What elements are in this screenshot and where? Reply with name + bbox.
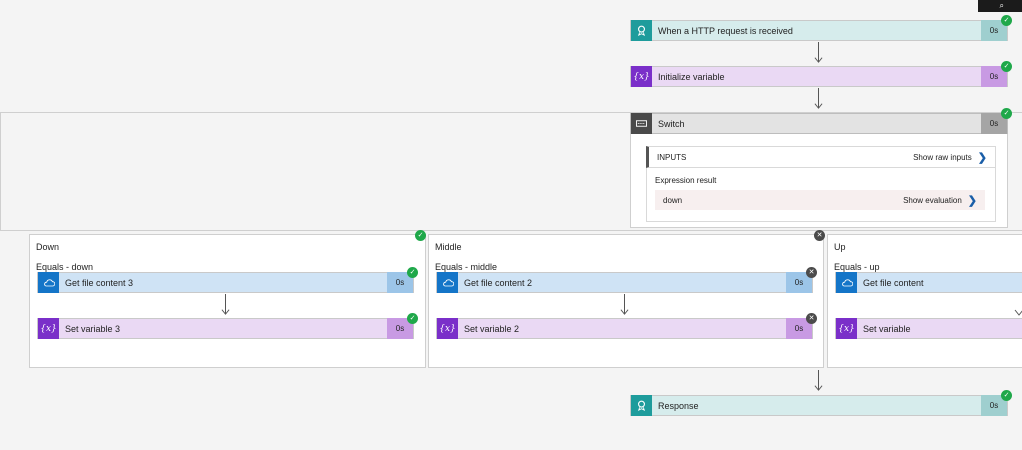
connector-arrow xyxy=(619,294,631,316)
x-circle-icon: ✕ xyxy=(806,267,817,278)
connector-arrow xyxy=(220,294,232,316)
connector-arrow xyxy=(813,370,825,392)
switch-title: Switch xyxy=(658,118,685,129)
http-request-icon xyxy=(631,395,652,416)
search-icon: ⌕ xyxy=(999,1,1004,10)
checkmark-circle-icon: ✓ xyxy=(407,267,418,278)
response-duration: 0s xyxy=(981,395,1007,416)
inputs-box: Expression result down Show evaluation ❯ xyxy=(646,168,996,222)
checkmark-circle-icon: ✓ xyxy=(1001,108,1012,119)
show-raw-inputs-label: Show raw inputs xyxy=(913,152,972,162)
chevron-right-icon: ❯ xyxy=(967,194,977,207)
get-file-content-step[interactable]: Get file content 2 0s xyxy=(436,272,813,293)
set-variable-step[interactable]: {x} Set variable 3 0s xyxy=(37,318,414,339)
initialize-variable-title: Initialize variable xyxy=(658,71,725,82)
switch-container xyxy=(0,112,1022,231)
onedrive-cloud-icon xyxy=(836,272,857,293)
response-title: Response xyxy=(658,400,699,411)
checkmark-circle-icon: ✓ xyxy=(407,313,418,324)
connector-arrow xyxy=(813,88,825,110)
show-evaluation-link[interactable]: Show evaluation ❯ xyxy=(903,194,977,207)
variable-icon: {x} xyxy=(631,66,652,87)
show-evaluation-label: Show evaluation xyxy=(903,195,962,205)
case-middle: Middle Equals - middle xyxy=(428,234,824,368)
x-circle-icon: ✕ xyxy=(814,230,825,241)
response-step[interactable]: Response 0s xyxy=(630,395,1008,416)
case-down: Down Equals - down xyxy=(29,234,426,368)
trigger-duration: 0s xyxy=(981,20,1007,41)
set-variable-step[interactable]: {x} Set variable 2 0s xyxy=(436,318,813,339)
case-up: Up Equals - up xyxy=(827,234,1022,368)
switch-icon xyxy=(631,113,652,134)
variable-icon: {x} xyxy=(836,318,857,339)
checkmark-circle-icon: ✓ xyxy=(1001,15,1012,26)
switch-step[interactable]: Switch 0s xyxy=(630,113,1008,134)
get-file-content-title: Get file content 3 xyxy=(65,277,134,288)
get-file-content-duration: 0s xyxy=(387,272,413,293)
onedrive-cloud-icon xyxy=(38,272,59,293)
set-variable-title: Set variable 2 xyxy=(464,323,520,334)
case-name: Middle xyxy=(435,242,462,252)
get-file-content-title: Get file content 2 xyxy=(464,277,533,288)
switch-details-panel: INPUTS Show raw inputs ❯ Expression resu… xyxy=(630,134,1008,228)
inputs-header: INPUTS Show raw inputs ❯ xyxy=(646,146,996,168)
checkmark-circle-icon: ✓ xyxy=(1001,61,1012,72)
checkmark-circle-icon: ✓ xyxy=(1001,390,1012,401)
expression-result-value: down xyxy=(663,195,683,205)
get-file-content-title: Get file content xyxy=(863,277,924,288)
case-condition: Equals - down xyxy=(36,262,94,272)
onedrive-cloud-icon xyxy=(437,272,458,293)
expression-result-row: down Show evaluation ❯ xyxy=(655,190,985,210)
case-name: Down xyxy=(36,242,60,252)
case-name: Up xyxy=(834,242,846,252)
get-file-content-step[interactable]: Get file content 3 0s xyxy=(37,272,414,293)
http-request-icon xyxy=(631,20,652,41)
get-file-content-step[interactable]: Get file content xyxy=(835,272,1022,293)
toolbar-corner-button[interactable]: ⌕ xyxy=(978,0,1022,12)
set-variable-title: Set variable xyxy=(863,323,911,334)
x-circle-icon: ✕ xyxy=(806,313,817,324)
case-condition: Equals - up xyxy=(834,262,880,272)
initialize-variable-step[interactable]: {x} Initialize variable 0s xyxy=(630,66,1008,87)
checkmark-circle-icon: ✓ xyxy=(415,230,426,241)
set-variable-title: Set variable 3 xyxy=(65,323,121,334)
switch-duration: 0s xyxy=(981,113,1007,134)
initialize-variable-duration: 0s xyxy=(981,66,1007,87)
set-variable-duration: 0s xyxy=(786,318,812,339)
set-variable-step[interactable]: {x} Set variable xyxy=(835,318,1022,339)
inputs-label: INPUTS xyxy=(657,152,687,162)
get-file-content-duration: 0s xyxy=(786,272,812,293)
show-raw-inputs-link[interactable]: Show raw inputs ❯ xyxy=(913,151,987,164)
trigger-title: When a HTTP request is received xyxy=(658,25,793,36)
case-condition: Equals - middle xyxy=(435,262,498,272)
variable-icon: {x} xyxy=(437,318,458,339)
chevron-right-icon: ❯ xyxy=(977,151,987,164)
expression-result-label: Expression result xyxy=(655,176,717,185)
trigger-step[interactable]: When a HTTP request is received 0s xyxy=(630,20,1008,41)
variable-icon: {x} xyxy=(38,318,59,339)
set-variable-duration: 0s xyxy=(387,318,413,339)
chevron-down-icon xyxy=(1014,307,1022,317)
connector-arrow xyxy=(813,42,825,64)
